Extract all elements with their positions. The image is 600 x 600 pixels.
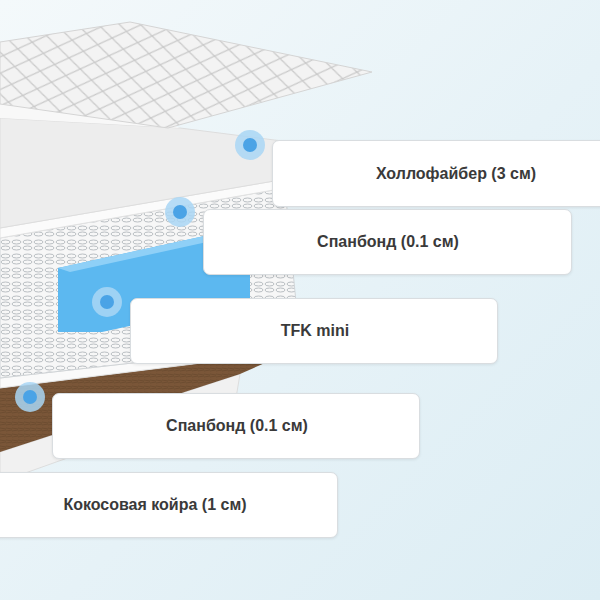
callout-label: Спанбонд (0.1 см) <box>166 417 308 435</box>
callout-dot <box>15 382 45 412</box>
callout-box: Холлофайбер (3 см) <box>272 140 600 207</box>
callout-box: TFK mini <box>130 298 498 364</box>
callout-box: Спанбонд (0.1 см) <box>52 393 420 459</box>
callout-dot <box>92 287 122 317</box>
callout-label: Кокосовая койра (1 см) <box>63 496 246 514</box>
callout-label: Холлофайбер (3 см) <box>376 165 536 183</box>
callout-dot <box>235 130 265 160</box>
callout-label: Спанбонд (0.1 см) <box>317 233 459 251</box>
callout-box: Спанбонд (0.1 см) <box>203 209 572 275</box>
callout-label: TFK mini <box>281 322 349 340</box>
callout-box: Кокосовая койра (1 см) <box>0 472 338 538</box>
quilted-cover <box>0 22 372 128</box>
callout-dot <box>165 197 195 227</box>
